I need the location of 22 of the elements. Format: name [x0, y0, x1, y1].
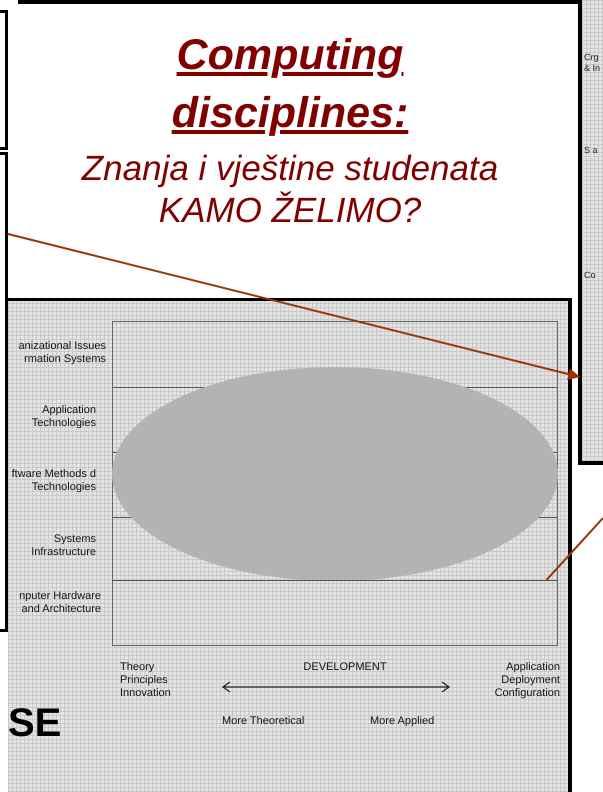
row-label: anizational Issues rmation Systems — [18, 340, 106, 366]
slide-subtitle: Znanja i vještine studenata KAMO ŽELIMO? — [80, 148, 500, 232]
axis-label: Application Deployment Configuration — [494, 661, 560, 700]
slide-title: Computing disciplines: — [170, 30, 410, 139]
panel-heading: SE — [8, 701, 62, 746]
row-label: Systems Infrastructure — [30, 533, 96, 559]
panel-text: Crg & In — [584, 52, 602, 74]
panel-text: S a — [584, 145, 599, 156]
axis-title: DEVELOPMENT — [302, 661, 388, 674]
slide-panel — [0, 152, 8, 632]
row-label: Application Technologies — [30, 404, 96, 430]
line — [546, 517, 603, 581]
arrow — [7, 232, 580, 380]
axis-label: More Applied — [370, 715, 436, 728]
panel-text: Co — [584, 270, 597, 281]
ellipse — [112, 367, 558, 581]
slide-panel — [578, 0, 603, 465]
row-label: nputer Hardware and Architecture — [18, 590, 101, 616]
chart-panel — [8, 298, 572, 792]
axis-label: Theory Principles Innovation — [120, 661, 172, 700]
row-label: ftware Methods d Technologies — [10, 468, 96, 494]
axis-label: More Theoretical — [222, 715, 306, 728]
